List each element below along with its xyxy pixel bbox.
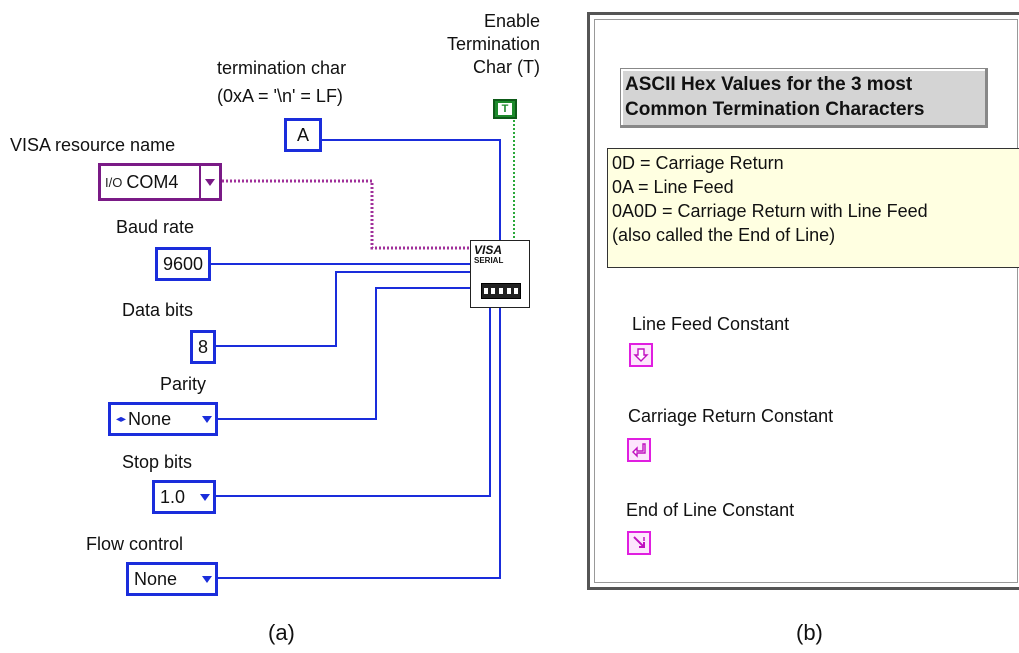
caption-a: (a) bbox=[268, 620, 295, 645]
visa-node-subtitle: SERIAL bbox=[474, 256, 504, 265]
baud-rate-label: Baud rate bbox=[116, 217, 195, 237]
parity-value: None bbox=[128, 408, 172, 429]
carriage-return-constant[interactable] bbox=[627, 438, 651, 462]
enable-termination-label: Enable Termination Char (T) bbox=[446, 11, 540, 77]
visa-serial-icon: VISA SERIAL bbox=[474, 244, 526, 272]
line-feed-constant[interactable] bbox=[629, 343, 653, 367]
end-of-line-constant[interactable] bbox=[627, 531, 651, 555]
note-line: 0A0D = Carriage Return with Line Feed bbox=[612, 201, 928, 221]
serial-connector-icon bbox=[481, 283, 521, 299]
baud-rate-value: 9600 bbox=[162, 253, 204, 274]
wire-flow-control bbox=[218, 308, 501, 579]
line-feed-constant-label: Line Feed Constant bbox=[632, 314, 790, 334]
end-of-line-constant-label: End of Line Constant bbox=[626, 500, 795, 520]
parity-label: Parity bbox=[160, 374, 207, 394]
note-line: 0D = Carriage Return bbox=[612, 153, 784, 173]
visa-resource-control[interactable]: I/O COM4 bbox=[98, 163, 222, 201]
visa-resource-label: VISA resource name bbox=[10, 135, 176, 155]
stop-bits-control[interactable]: 1.0 bbox=[152, 480, 216, 514]
wire-stop-bits bbox=[216, 308, 491, 497]
data-bits-control[interactable]: 8 bbox=[190, 330, 216, 364]
carriage-return-icon bbox=[632, 443, 646, 458]
termination-char-value: A bbox=[296, 124, 309, 145]
enum-arrows-icon: ◂▸ bbox=[116, 413, 127, 425]
stop-bits-value: 1.0 bbox=[160, 486, 186, 507]
dropdown-arrow-icon[interactable] bbox=[199, 565, 215, 593]
stop-bits-label: Stop bits bbox=[122, 452, 193, 472]
visa-io-icon: I/O bbox=[105, 174, 123, 190]
caption-b: (b) bbox=[796, 620, 823, 645]
end-of-line-icon bbox=[633, 536, 645, 548]
termination-heading-label: ASCII Hex Values for the 3 most Common T… bbox=[620, 68, 988, 128]
line-feed-icon bbox=[633, 348, 649, 362]
wire-visa-resource bbox=[222, 179, 470, 250]
termination-char-label: termination char bbox=[217, 58, 347, 78]
note-line: 0A = Line Feed bbox=[612, 177, 734, 197]
enable-termination-constant[interactable]: T bbox=[493, 99, 517, 119]
dropdown-arrow-icon[interactable] bbox=[197, 483, 213, 511]
visa-node-title: VISA bbox=[474, 243, 503, 257]
carriage-return-constant-label: Carriage Return Constant bbox=[628, 406, 834, 426]
termination-char-sublabel: (0xA = '\n' = LF) bbox=[217, 86, 343, 106]
data-bits-label: Data bits bbox=[122, 300, 194, 320]
wire-data-bits bbox=[216, 271, 470, 347]
data-bits-value: 8 bbox=[197, 336, 208, 357]
visa-configure-serial-port-node[interactable]: VISA SERIAL bbox=[470, 240, 530, 308]
boolean-true-icon: T bbox=[498, 103, 512, 115]
flow-control-control[interactable]: None bbox=[126, 562, 218, 596]
note-line: (also called the End of Line) bbox=[612, 225, 836, 245]
termination-char-control[interactable]: A bbox=[284, 118, 322, 152]
flow-control-value: None bbox=[134, 568, 178, 589]
termination-values-note: 0D = Carriage Return 0A = Line Feed 0A0D… bbox=[607, 148, 1019, 268]
parity-control[interactable]: ◂▸ None bbox=[108, 402, 218, 436]
dropdown-arrow-icon[interactable] bbox=[199, 166, 219, 198]
flow-control-label: Flow control bbox=[86, 534, 184, 554]
wire-parity bbox=[218, 287, 470, 420]
wire-termination-char bbox=[322, 139, 501, 253]
dropdown-arrow-icon[interactable] bbox=[199, 405, 215, 433]
baud-rate-control[interactable]: 9600 bbox=[155, 247, 211, 281]
visa-resource-value: COM4 bbox=[126, 171, 179, 192]
